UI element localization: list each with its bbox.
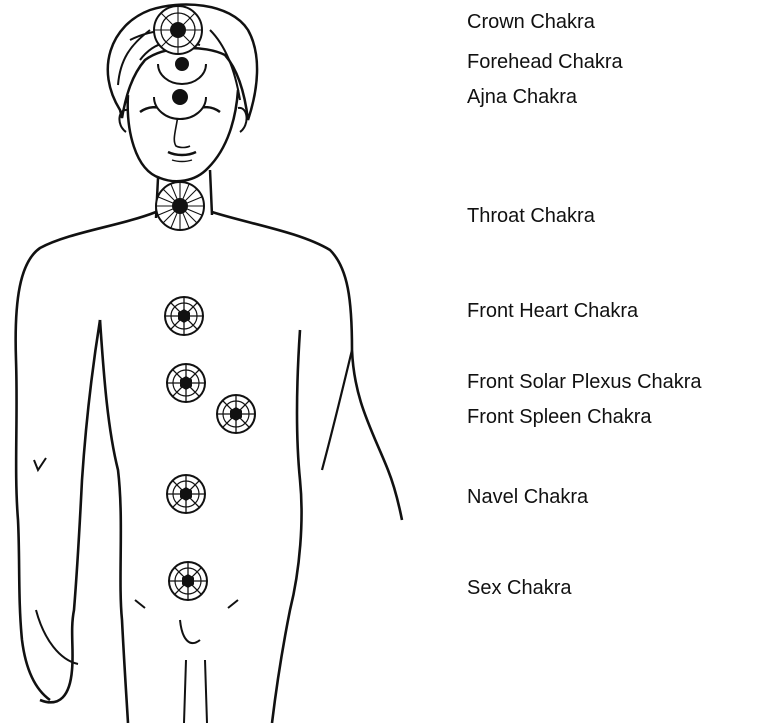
label-front-solar-plexus-chakra: Front Solar Plexus Chakra [467,370,702,394]
crown-chakra-icon [154,6,202,54]
front-solar-plexus-chakra-icon [167,364,205,402]
forehead-chakra-icon [158,57,206,84]
body-outline [16,212,156,702]
label-front-heart-chakra: Front Heart Chakra [467,299,638,323]
label-forehead-chakra: Forehead Chakra [467,50,623,74]
front-spleen-chakra-icon [217,395,255,433]
label-throat-chakra: Throat Chakra [467,204,595,228]
sex-chakra-icon [169,562,207,600]
label-sex-chakra: Sex Chakra [467,576,572,600]
label-ajna-chakra: Ajna Chakra [467,85,577,109]
human-figure-diagram [0,0,440,723]
throat-chakra-icon [156,182,204,230]
ajna-chakra-icon [154,89,206,119]
label-navel-chakra: Navel Chakra [467,485,588,509]
label-front-spleen-chakra: Front Spleen Chakra [467,405,652,429]
front-heart-chakra-icon [165,297,203,335]
navel-chakra-icon [167,475,205,513]
label-crown-chakra: Crown Chakra [467,10,595,34]
